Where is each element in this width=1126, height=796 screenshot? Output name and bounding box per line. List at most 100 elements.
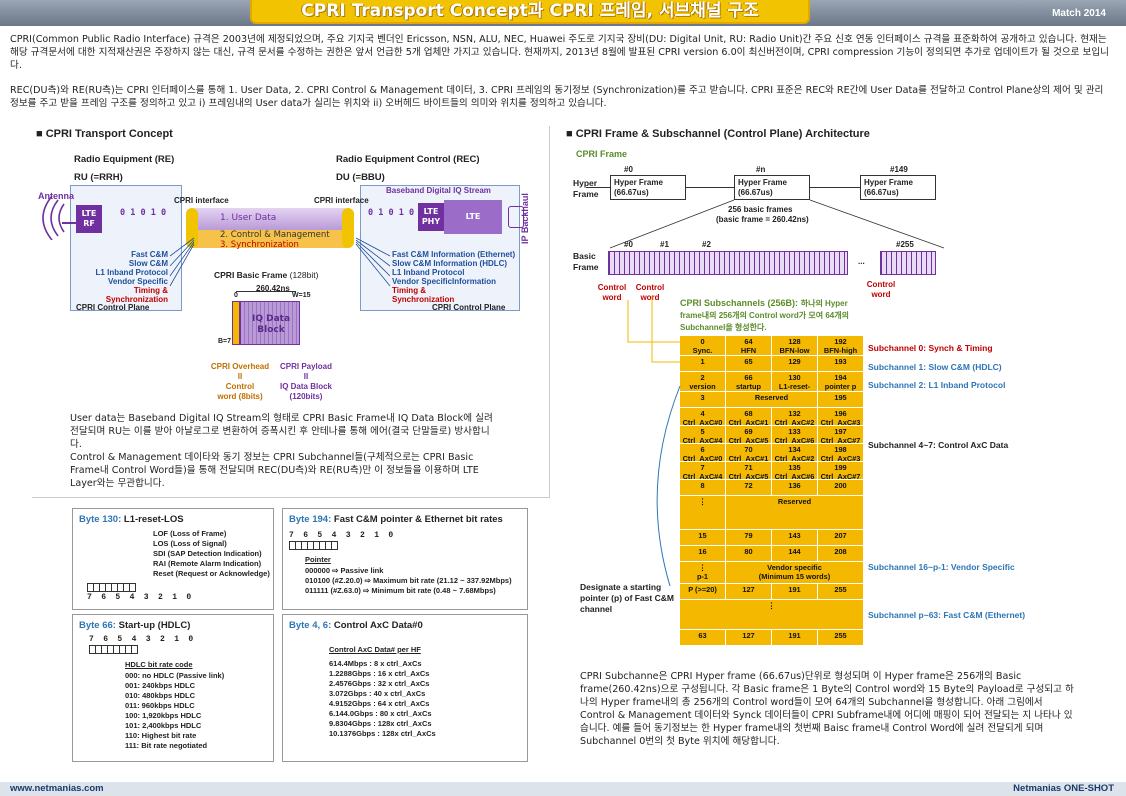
right-desc: CPRI Subchanne은 CPRI Hyper frame (66.67u… bbox=[580, 671, 1074, 747]
hf-line-b bbox=[686, 187, 734, 188]
subchannel-cell: 132 Ctrl_AxC#2 bbox=[772, 408, 818, 426]
footer-link[interactable]: www.netmanias.com bbox=[10, 783, 104, 794]
subchannel-cell: 255 bbox=[818, 584, 864, 600]
subchannel-cell: 191 bbox=[772, 630, 818, 646]
bf-w: W=15 bbox=[292, 292, 311, 299]
lte-phy-box: LTE PHY bbox=[418, 203, 444, 231]
subchannel-cell: 191 bbox=[772, 584, 818, 600]
control-word-label-255: Control word bbox=[866, 280, 896, 299]
hf-num-0: #0 bbox=[624, 165, 633, 174]
subchannel-cell: 16 bbox=[680, 546, 726, 562]
subchannel-cell: 198 Ctrl_AxC#3 bbox=[818, 444, 864, 462]
subchannel-cell: 136 bbox=[772, 480, 818, 496]
left-desc-1: User data는 Baseband Digital IQ Stream의 형… bbox=[70, 413, 493, 450]
subchannel-title: CPRI Subschannels (256B): 하나의 Hyper fram… bbox=[680, 298, 849, 332]
rec-title: Radio Equipment Control (REC) bbox=[336, 154, 480, 165]
subchannel-cell: 193 bbox=[818, 356, 864, 372]
subchannel-cell: 195 bbox=[818, 392, 864, 408]
bf-dots: ... bbox=[858, 257, 865, 266]
left-control-plane: CPRI Control Plane bbox=[76, 303, 150, 312]
subchannel-cell: 72 bbox=[726, 480, 772, 496]
lte-box: LTE bbox=[444, 200, 502, 234]
zoom-lines bbox=[609, 199, 945, 249]
hf-num-149: #149 bbox=[890, 165, 908, 174]
subchannel-cell: 15 bbox=[680, 530, 726, 546]
ip-backhaul-port bbox=[508, 206, 524, 228]
subchannel-cell: 4 Ctrl_AxC#0 bbox=[680, 408, 726, 426]
subchannel-cell: 207 bbox=[818, 530, 864, 546]
subchannel-cell: 66 startup bbox=[726, 372, 772, 392]
cpri-tube bbox=[186, 206, 354, 250]
subchannel-cell: 130 L1-reset-LOS… bbox=[772, 372, 818, 392]
subchannel-cell: 127 bbox=[726, 630, 772, 646]
subchannel-cell: 79 bbox=[726, 530, 772, 546]
subchannel-cell: 70 Ctrl_AxC#1 bbox=[726, 444, 772, 462]
bf-zero: 0 bbox=[234, 292, 238, 299]
hf-num-n: #n bbox=[756, 165, 766, 174]
bf-num-255: #255 bbox=[896, 240, 914, 249]
bf-num-0: #0 bbox=[624, 240, 633, 249]
left-control-list: Fast C&M Slow C&M L1 Inband Protocol Ven… bbox=[95, 250, 168, 304]
bf256b-label: (basic frame = 260.42ns) bbox=[716, 215, 809, 224]
footer-brand: Netmanias ONE-SHOT bbox=[1013, 783, 1114, 794]
bf-num-1: #1 bbox=[660, 240, 669, 249]
hyper-frame-box-149: Hyper Frame (66.67us) bbox=[860, 175, 936, 200]
byte66-box: Byte 66: Start-up (HDLC) 7 6 5 4 3 2 1 0… bbox=[72, 614, 274, 762]
subchannel-cell: Reserved bbox=[726, 496, 864, 530]
bb-iq-label: Baseband Digital IQ Stream bbox=[386, 186, 491, 195]
overhead-caption: CPRI Overhead II Control word (8bits) bbox=[210, 362, 270, 401]
subchannel-cell: 135 Ctrl_AxC#6 bbox=[772, 462, 818, 480]
bits-right: 0 1 0 1 0 bbox=[368, 208, 415, 218]
intro-paragraph-1: CPRI(Common Public Radio Interface) 규격은 … bbox=[10, 34, 1109, 71]
subchannel-cell: 197 Ctrl_AxC#7 bbox=[818, 426, 864, 444]
hf-line-c bbox=[810, 187, 860, 188]
hyper-frame-box-n: Hyper Frame (66.67us) bbox=[734, 175, 810, 200]
bf256-label: 256 basic frames bbox=[728, 205, 793, 214]
subchannel-cell: 5 Ctrl_AxC#4 bbox=[680, 426, 726, 444]
subchannel-cell: ⋮ bbox=[680, 600, 864, 630]
subchannel-cell: 1 bbox=[680, 356, 726, 372]
subchannel-cell: 192 BFN-high bbox=[818, 336, 864, 356]
subchannel-cell: ⋮ p-1 bbox=[680, 562, 726, 584]
hyper-frame-box-0: Hyper Frame (66.67us) bbox=[610, 175, 686, 200]
cpri-interface-left: CPRI interface bbox=[174, 196, 229, 205]
subchannel-cell: 64 HFN bbox=[726, 336, 772, 356]
bf-b: B=7 bbox=[218, 338, 232, 345]
hyper-frame-label: Hyper Frame bbox=[573, 178, 599, 199]
antenna-label: Antenna bbox=[38, 191, 74, 201]
subchannel-cell: 68 Ctrl_AxC#1 bbox=[726, 408, 772, 426]
byte194-box: Byte 194: Fast C&M pointer & Ethernet bi… bbox=[282, 508, 528, 610]
control-word-label-1: Control word bbox=[635, 283, 665, 302]
subchannel-cell: P (>=20) bbox=[680, 584, 726, 600]
subchannel-cell: 196 Ctrl_AxC#3 bbox=[818, 408, 864, 426]
subchannel-cell: 7 Ctrl_AxC#4 bbox=[680, 462, 726, 480]
right-control-list: Fast C&M Information (Ethernet) Slow C&M… bbox=[392, 250, 516, 304]
subchannel-cell: 63 bbox=[680, 630, 726, 646]
subchannel-cell: 129 bbox=[772, 356, 818, 372]
subchannel-cell: 194 pointer p bbox=[818, 372, 864, 392]
subchannel-cell: 65 bbox=[726, 356, 772, 372]
subchannel-cell: 128 BFN-low bbox=[772, 336, 818, 356]
subchannel-cell: 144 bbox=[772, 546, 818, 562]
subchannel-cell: 3 bbox=[680, 392, 726, 408]
ip-backhaul-label: IP Backhaul bbox=[520, 193, 530, 244]
subchannel-cell: 0 Sync. bbox=[680, 336, 726, 356]
cpri-frame-label: CPRI Frame bbox=[576, 149, 628, 159]
time-arrow bbox=[236, 291, 296, 292]
bits-left: 0 1 0 1 0 bbox=[120, 208, 167, 218]
tube-sync: 3. Synchronization bbox=[220, 240, 299, 250]
basic-frame-label: Basic Frame bbox=[573, 251, 599, 272]
page-date: Match 2014 bbox=[1052, 8, 1106, 19]
bf-iq-block bbox=[240, 301, 300, 345]
cpri-interface-right: CPRI interface bbox=[314, 196, 369, 205]
ru-label: RU (=RRH) bbox=[74, 172, 123, 183]
antenna-line bbox=[62, 222, 76, 224]
subchannel-cell: ⋮ bbox=[680, 496, 726, 530]
basic-frame-255 bbox=[880, 251, 936, 275]
payload-caption: CPRI Payload II IQ Data Block (120bits) bbox=[279, 362, 332, 401]
footer-bar bbox=[0, 782, 1126, 796]
byte46-box: Byte 4, 6: Control AxC Data#0 Control Ax… bbox=[282, 614, 528, 762]
subchannel-cell: 69 Ctrl_AxC#5 bbox=[726, 426, 772, 444]
right-section-title: CPRI Frame & Subschannel (Control Plane)… bbox=[566, 128, 870, 140]
